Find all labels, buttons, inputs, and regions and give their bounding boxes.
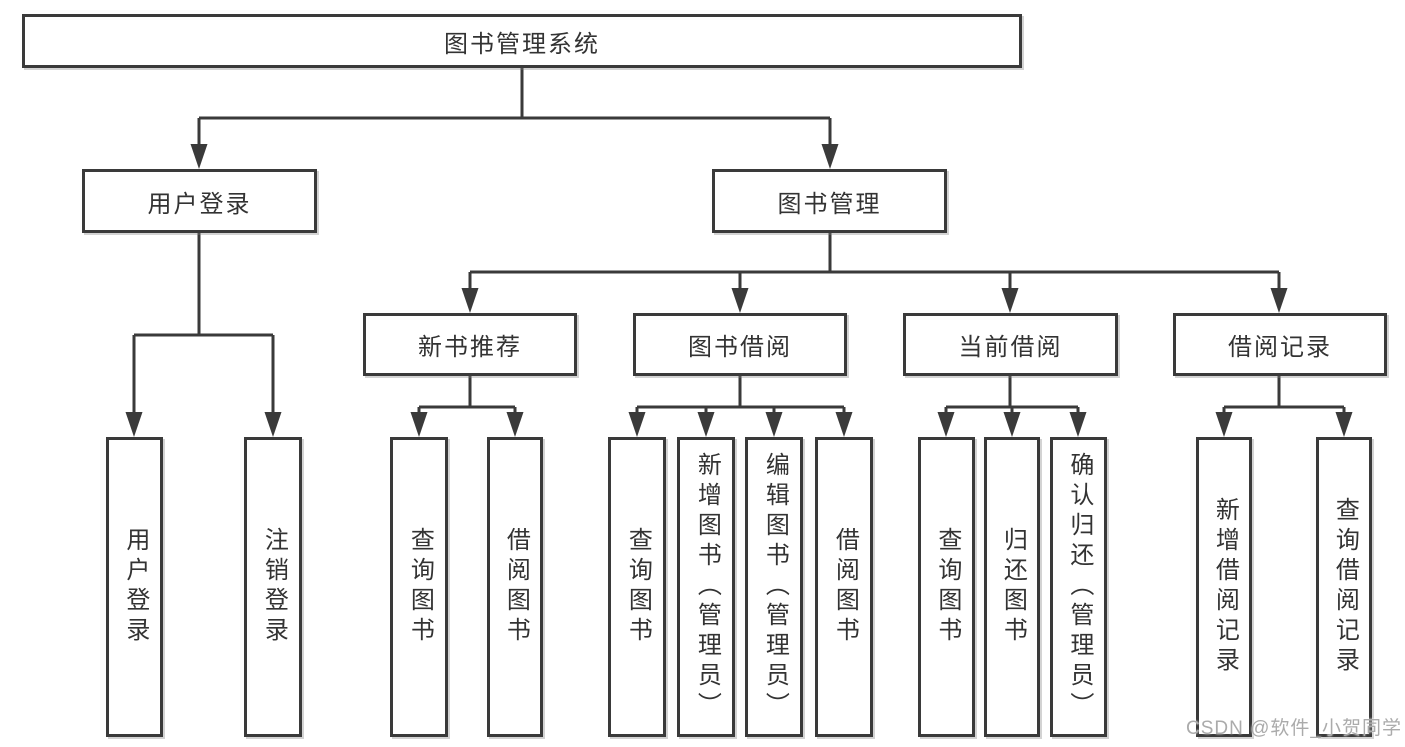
arrowhead (731, 288, 749, 313)
arrowhead (1003, 412, 1021, 437)
arrowhead (190, 144, 208, 169)
node-user-login: 用户登录 (82, 169, 317, 233)
node-book-borrow: 图书借阅 (633, 313, 847, 376)
arrowhead (1335, 412, 1353, 437)
leaf-current-query-books-label: 查询图书 (933, 527, 961, 647)
leaf-newrec-query-books-label: 查询图书 (406, 527, 434, 647)
connector-bookborrow-to-leaves (635, 376, 846, 415)
arrowhead (125, 412, 143, 437)
arrowhead (1215, 412, 1233, 437)
connector-newbookrec-to-leaves (417, 376, 517, 415)
node-borrow-records-label: 借阅记录 (1228, 334, 1332, 361)
arrowhead (264, 412, 282, 437)
node-new-book-rec-label: 新书推荐 (418, 334, 522, 361)
leaf-borrow-add-books-admin-label: 新增图书（管理员） (693, 452, 721, 722)
leaf-user-login: 用户登录 (106, 437, 163, 737)
leaf-newrec-query-books: 查询图书 (390, 437, 448, 737)
node-root-label: 图书管理系统 (444, 30, 600, 58)
arrowhead (410, 412, 428, 437)
leaf-borrow-borrow-books-label: 借阅图书 (831, 527, 859, 647)
leaf-records-query-record-label: 查询借阅记录 (1331, 497, 1359, 677)
arrowhead (937, 412, 955, 437)
arrowhead (765, 412, 783, 437)
arrowhead (628, 412, 646, 437)
leaf-current-confirm-return-admin: 确认归还（管理员） (1050, 437, 1107, 737)
node-current-borrow-label: 当前借阅 (958, 334, 1063, 361)
arrowhead (506, 412, 524, 437)
leaf-newrec-borrow-books: 借阅图书 (487, 437, 543, 737)
node-new-book-rec: 新书推荐 (363, 313, 577, 376)
arrowhead (1069, 412, 1087, 437)
leaf-logout: 注销登录 (244, 437, 302, 737)
node-book-borrow-label: 图书借阅 (688, 334, 792, 361)
leaf-records-add-record: 新增借阅记录 (1196, 437, 1252, 737)
connector-currentborrow-to-leaves (944, 376, 1080, 415)
leaf-borrow-edit-books-admin: 编辑图书（管理员） (745, 437, 803, 737)
leaf-current-confirm-return-admin-label: 确认归还（管理员） (1065, 452, 1093, 722)
leaf-records-query-record: 查询借阅记录 (1316, 437, 1372, 737)
arrowhead (1270, 288, 1288, 313)
connector-userlogin-to-leaves (132, 233, 275, 414)
leaf-borrow-query-books-label: 查询图书 (624, 527, 652, 647)
leaf-borrow-edit-books-admin-label: 编辑图书（管理员） (761, 452, 789, 722)
csdn-watermark: CSDN @软件_小贺同学 (1186, 718, 1402, 739)
connector-bookmgmt-to-level2 (468, 233, 1281, 290)
arrowhead (461, 288, 479, 313)
node-user-login-label: 用户登录 (147, 190, 252, 218)
leaf-borrow-query-books: 查询图书 (608, 437, 666, 737)
arrowhead (835, 412, 853, 437)
leaf-newrec-borrow-books-label: 借阅图书 (502, 527, 530, 647)
leaf-current-return-books: 归还图书 (984, 437, 1040, 737)
node-current-borrow: 当前借阅 (903, 313, 1118, 376)
arrowhead (697, 412, 715, 437)
arrowhead (821, 144, 839, 169)
leaf-borrow-borrow-books: 借阅图书 (815, 437, 873, 737)
arrowhead (1001, 288, 1019, 313)
node-book-mgmt: 图书管理 (712, 169, 947, 233)
connector-root-to-level1 (197, 68, 832, 146)
node-borrow-records: 借阅记录 (1173, 313, 1387, 376)
leaf-current-query-books: 查询图书 (918, 437, 975, 737)
node-root: 图书管理系统 (22, 14, 1022, 68)
leaf-borrow-add-books-admin: 新增图书（管理员） (677, 437, 735, 737)
leaf-user-login-label: 用户登录 (121, 527, 149, 647)
node-book-mgmt-label: 图书管理 (777, 190, 882, 218)
connector-borrowrecords-to-leaves (1222, 376, 1346, 415)
leaf-current-return-books-label: 归还图书 (999, 527, 1027, 647)
leaf-records-add-record-label: 新增借阅记录 (1211, 497, 1239, 677)
leaf-logout-label: 注销登录 (260, 527, 288, 647)
